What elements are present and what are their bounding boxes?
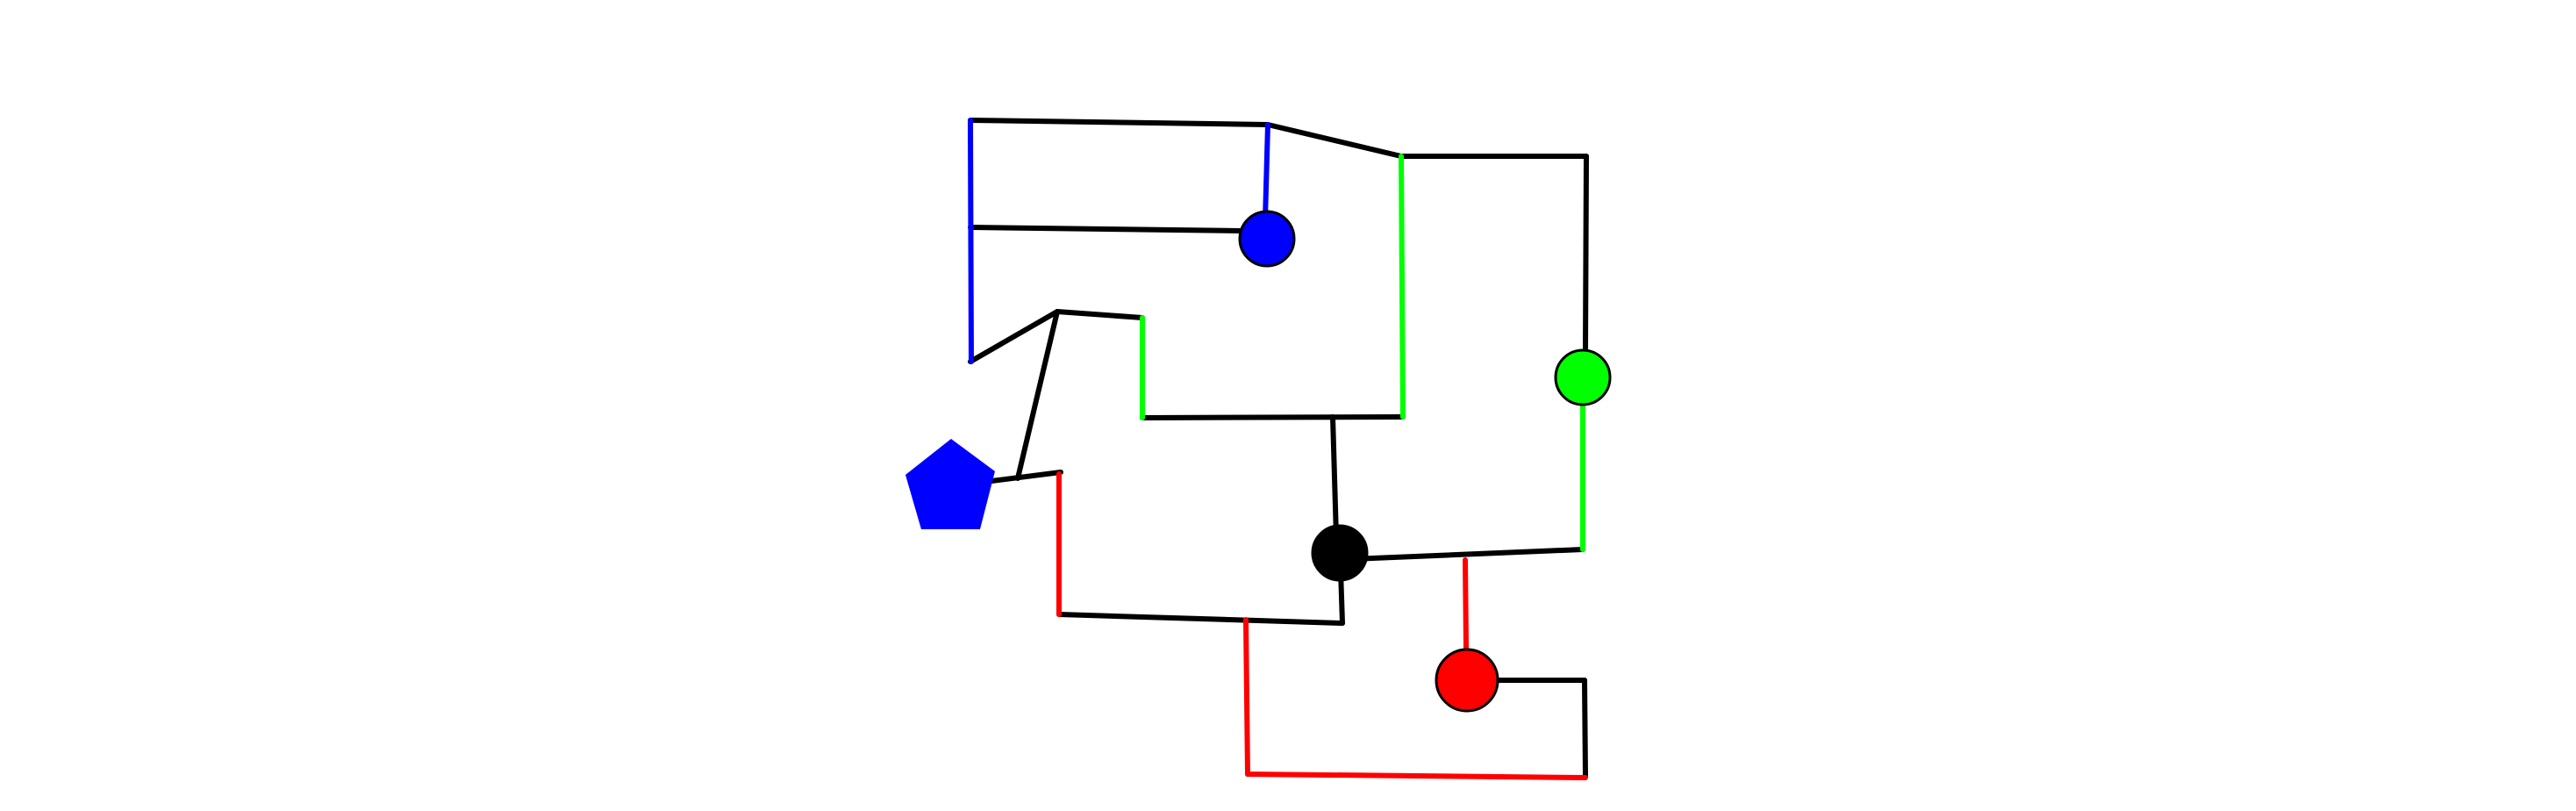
wire-black (1056, 612, 1345, 626)
wire-black (1330, 414, 1339, 540)
wire-black (1265, 122, 1404, 159)
nodes (905, 210, 1612, 713)
red-circle (1435, 648, 1499, 713)
wire-segments (968, 118, 1589, 780)
green-circle (1554, 348, 1612, 406)
wire-black (1349, 547, 1585, 562)
wire-black (1140, 414, 1406, 420)
black-circle (1311, 524, 1369, 582)
wire-black (989, 470, 1063, 484)
wire-blue (968, 118, 974, 364)
blue-pentagon (905, 439, 995, 529)
wire-red (1463, 557, 1469, 650)
wire-red (1243, 617, 1250, 777)
wire-black (1015, 309, 1060, 481)
blue-circle (1238, 210, 1296, 268)
wire-black (968, 225, 1243, 233)
wire-red (1245, 772, 1588, 780)
wire-green (1399, 154, 1406, 420)
wire-black (968, 309, 1060, 364)
wire-black (1583, 154, 1589, 355)
wire-blue (1263, 122, 1270, 222)
wire-black (1055, 309, 1145, 320)
wire-black (968, 118, 1270, 127)
